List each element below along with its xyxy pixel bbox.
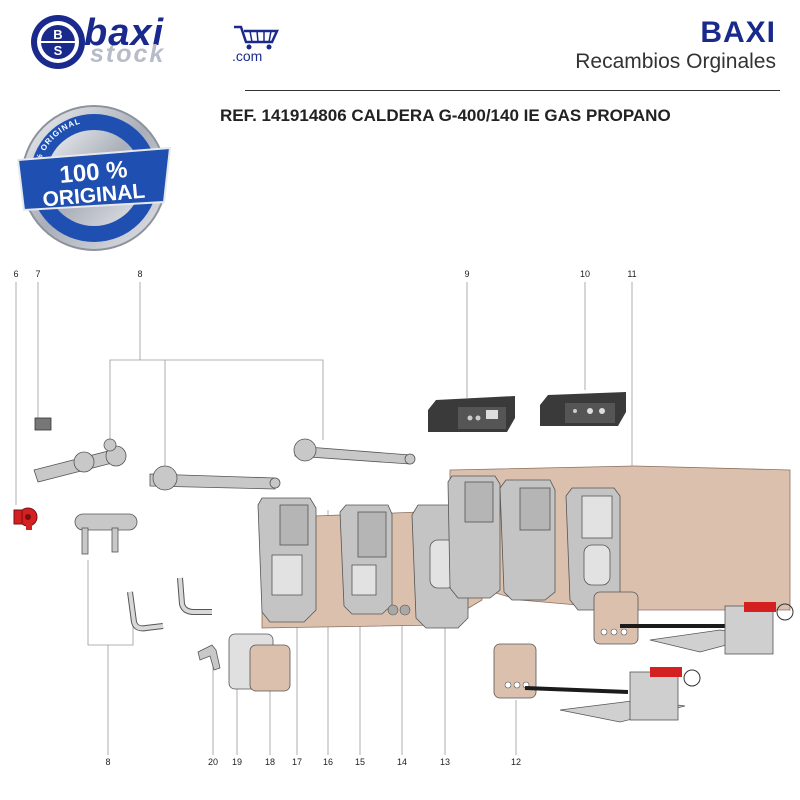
callout-15: 15 [354,757,366,767]
shopping-cart-icon[interactable] [232,24,280,50]
page-title: REF. 141914806 CALDERA G-400/140 IE GAS … [220,106,671,125]
callout-leaders [15,282,633,755]
burner-upper [620,602,794,655]
callout-18: 18 [264,757,276,767]
baxistock-logo[interactable]: B S [28,12,288,72]
brand-block: BAXI Recambios Orginales [575,18,776,74]
callout-8-bottom: 8 [105,757,111,767]
callout-12: 12 [510,757,522,767]
original-seal-icon: 100% ORIGINAL 100 % ORIGINAL [16,105,172,251]
plate-19 [228,633,274,690]
callout-10: 10 [579,269,591,279]
callout-7: 7 [35,269,41,279]
logo-badge-letter-top: B [53,27,62,42]
logo-sub: stock [90,40,166,68]
logo-domain: .com [232,48,263,64]
bracket-7 [34,417,52,431]
header-divider [245,90,780,91]
pump-6 [13,507,38,530]
nuts-14 [387,604,411,616]
callout-17: 17 [291,757,303,767]
callout-14: 14 [396,757,408,767]
logo-badge-icon: B S [31,15,85,69]
brand-name: BAXI [700,16,776,49]
control-box-9 [428,396,515,432]
manifold-pipes [33,438,416,632]
callout-9: 9 [464,269,470,279]
burner-lower [524,667,701,723]
callout-11: 11 [627,269,637,279]
gasket-18 [249,644,291,692]
logo-word: baxi [84,12,165,54]
callout-16: 16 [322,757,334,767]
seal-main-text: 100 % [58,156,128,189]
brand-tagline: Recambios Orginales [575,50,776,73]
callout-19: 19 [231,757,243,767]
insulation-panel-rear [449,465,791,611]
callout-20: 20 [207,757,219,767]
callout-6: 6 [13,269,19,279]
callout-8-top: 8 [137,269,143,279]
callout-13: 13 [439,757,451,767]
logo-badge-letter-bottom: S [54,43,63,58]
control-box-10 [540,392,626,426]
insulation-panel-front [261,511,483,629]
bracket-20 [197,644,221,671]
gasket-12 [493,591,639,699]
boiler-sections [257,475,621,629]
